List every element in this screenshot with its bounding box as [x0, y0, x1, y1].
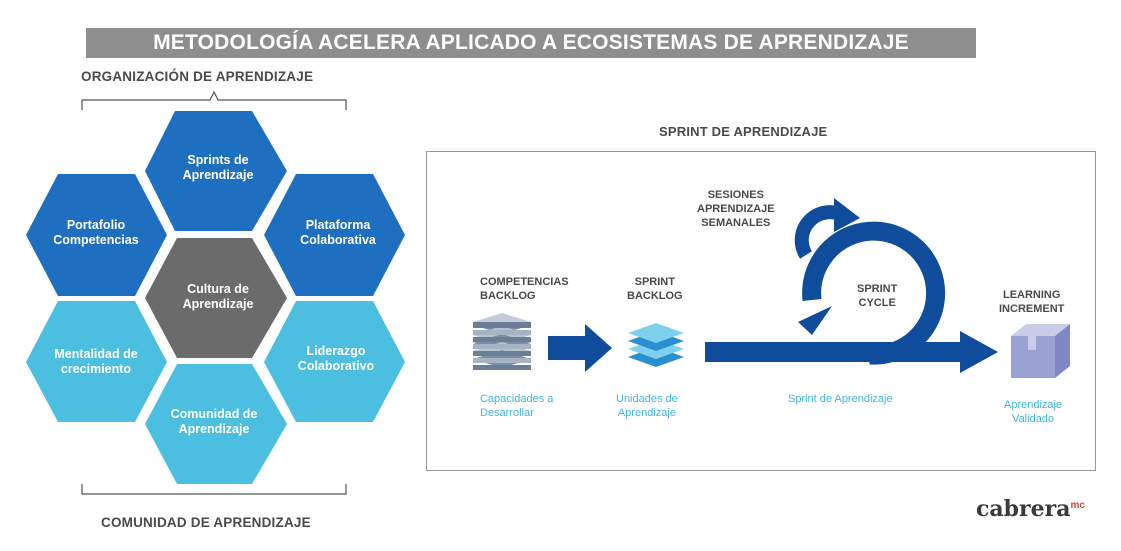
hex-plataforma [264, 174, 405, 296]
cycle-arrowhead-bottom [798, 306, 832, 335]
sprint-box [426, 151, 1096, 471]
hex-portafolio [26, 174, 167, 296]
arrow-right-1 [548, 324, 612, 372]
comunidad-label: COMUNIDAD DE APRENDIZAJE [101, 515, 311, 530]
stack-icon-blue [628, 323, 684, 367]
sprint-aprendizaje-label: Sprint de Aprendizaje [788, 393, 893, 405]
sprint-long-arrow [705, 331, 998, 373]
hex-mentalidad [26, 301, 167, 422]
bottom-bracket [81, 484, 347, 495]
sprint-title: SPRINT DE APRENDIZAJE [659, 124, 828, 139]
session-curl-arrow [794, 205, 846, 259]
sprint-cycle-loop [802, 221, 946, 365]
stack-icon-gray-front [473, 313, 531, 370]
curl-arrowhead [834, 198, 860, 232]
box-icon [1011, 324, 1070, 378]
hex-cultura [145, 238, 287, 358]
organizacion-label: ORGANIZACIÓN DE APRENDIZAJE [81, 69, 314, 84]
hex-liderazgo [264, 301, 405, 422]
page-title: METODOLOGÍA ACELERA APLICADO A ECOSISTEM… [153, 31, 909, 54]
hex-comunidad [145, 364, 287, 484]
title-bar: METODOLOGÍA ACELERA APLICADO A ECOSISTEM… [86, 28, 976, 58]
hex-sprints [145, 111, 287, 231]
cabrera-logo: cabreramc [976, 496, 1085, 522]
top-bracket [81, 90, 347, 110]
